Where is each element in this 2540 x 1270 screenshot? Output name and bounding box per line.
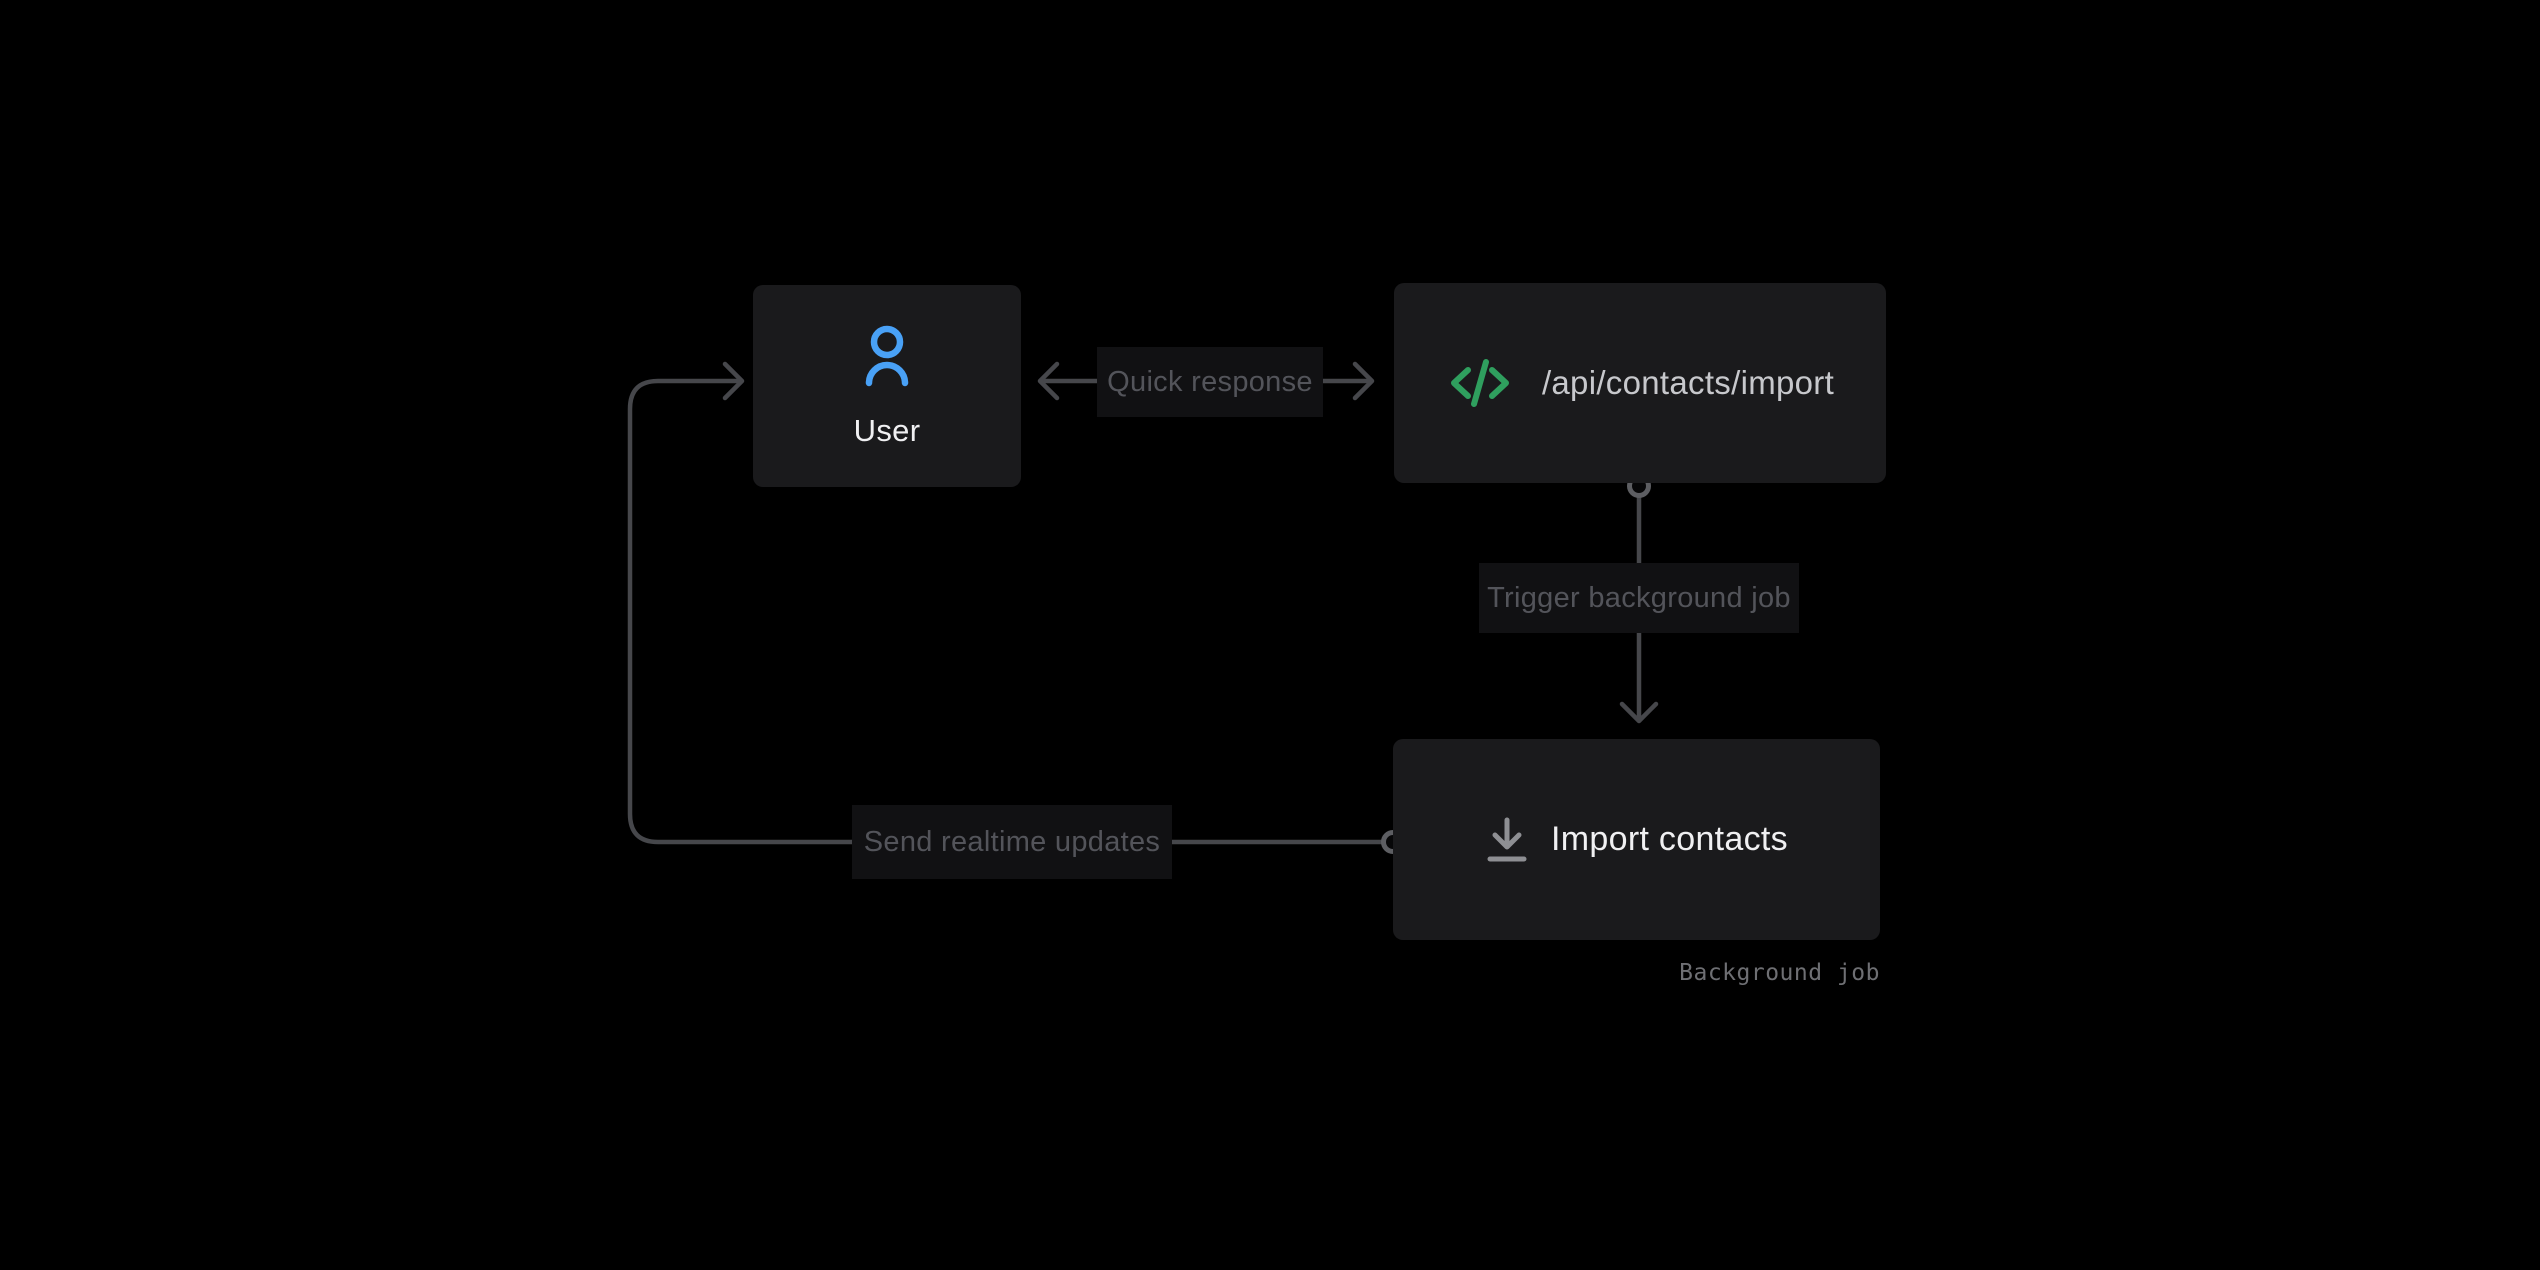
import-node-caption: Background job: [1679, 960, 1880, 986]
import-node-label: Import contacts: [1551, 820, 1788, 858]
user-node-label: User: [853, 413, 921, 448]
user-icon: [865, 325, 909, 387]
api-node-label: /api/contacts/import: [1541, 364, 1835, 401]
arrowhead-right-icon: [1352, 361, 1375, 401]
edge-label-quick-response: Quick response: [1097, 347, 1323, 417]
arrowhead-left-icon: [1037, 361, 1060, 401]
edge-realtime-line: [627, 378, 1385, 845]
arrowhead-down-icon: [1619, 701, 1659, 724]
node-import-contacts[interactable]: Import contacts: [1393, 739, 1880, 940]
download-icon: [1487, 817, 1527, 861]
arrowhead-loop-icon: [722, 361, 745, 401]
node-user[interactable]: User: [753, 285, 1021, 487]
node-api-endpoint[interactable]: /api/contacts/import: [1394, 283, 1886, 483]
edge-label-trigger-background-job: Trigger background job: [1479, 563, 1799, 633]
edge-label-send-realtime-updates: Send realtime updates: [852, 805, 1172, 879]
code-icon: [1450, 359, 1509, 407]
